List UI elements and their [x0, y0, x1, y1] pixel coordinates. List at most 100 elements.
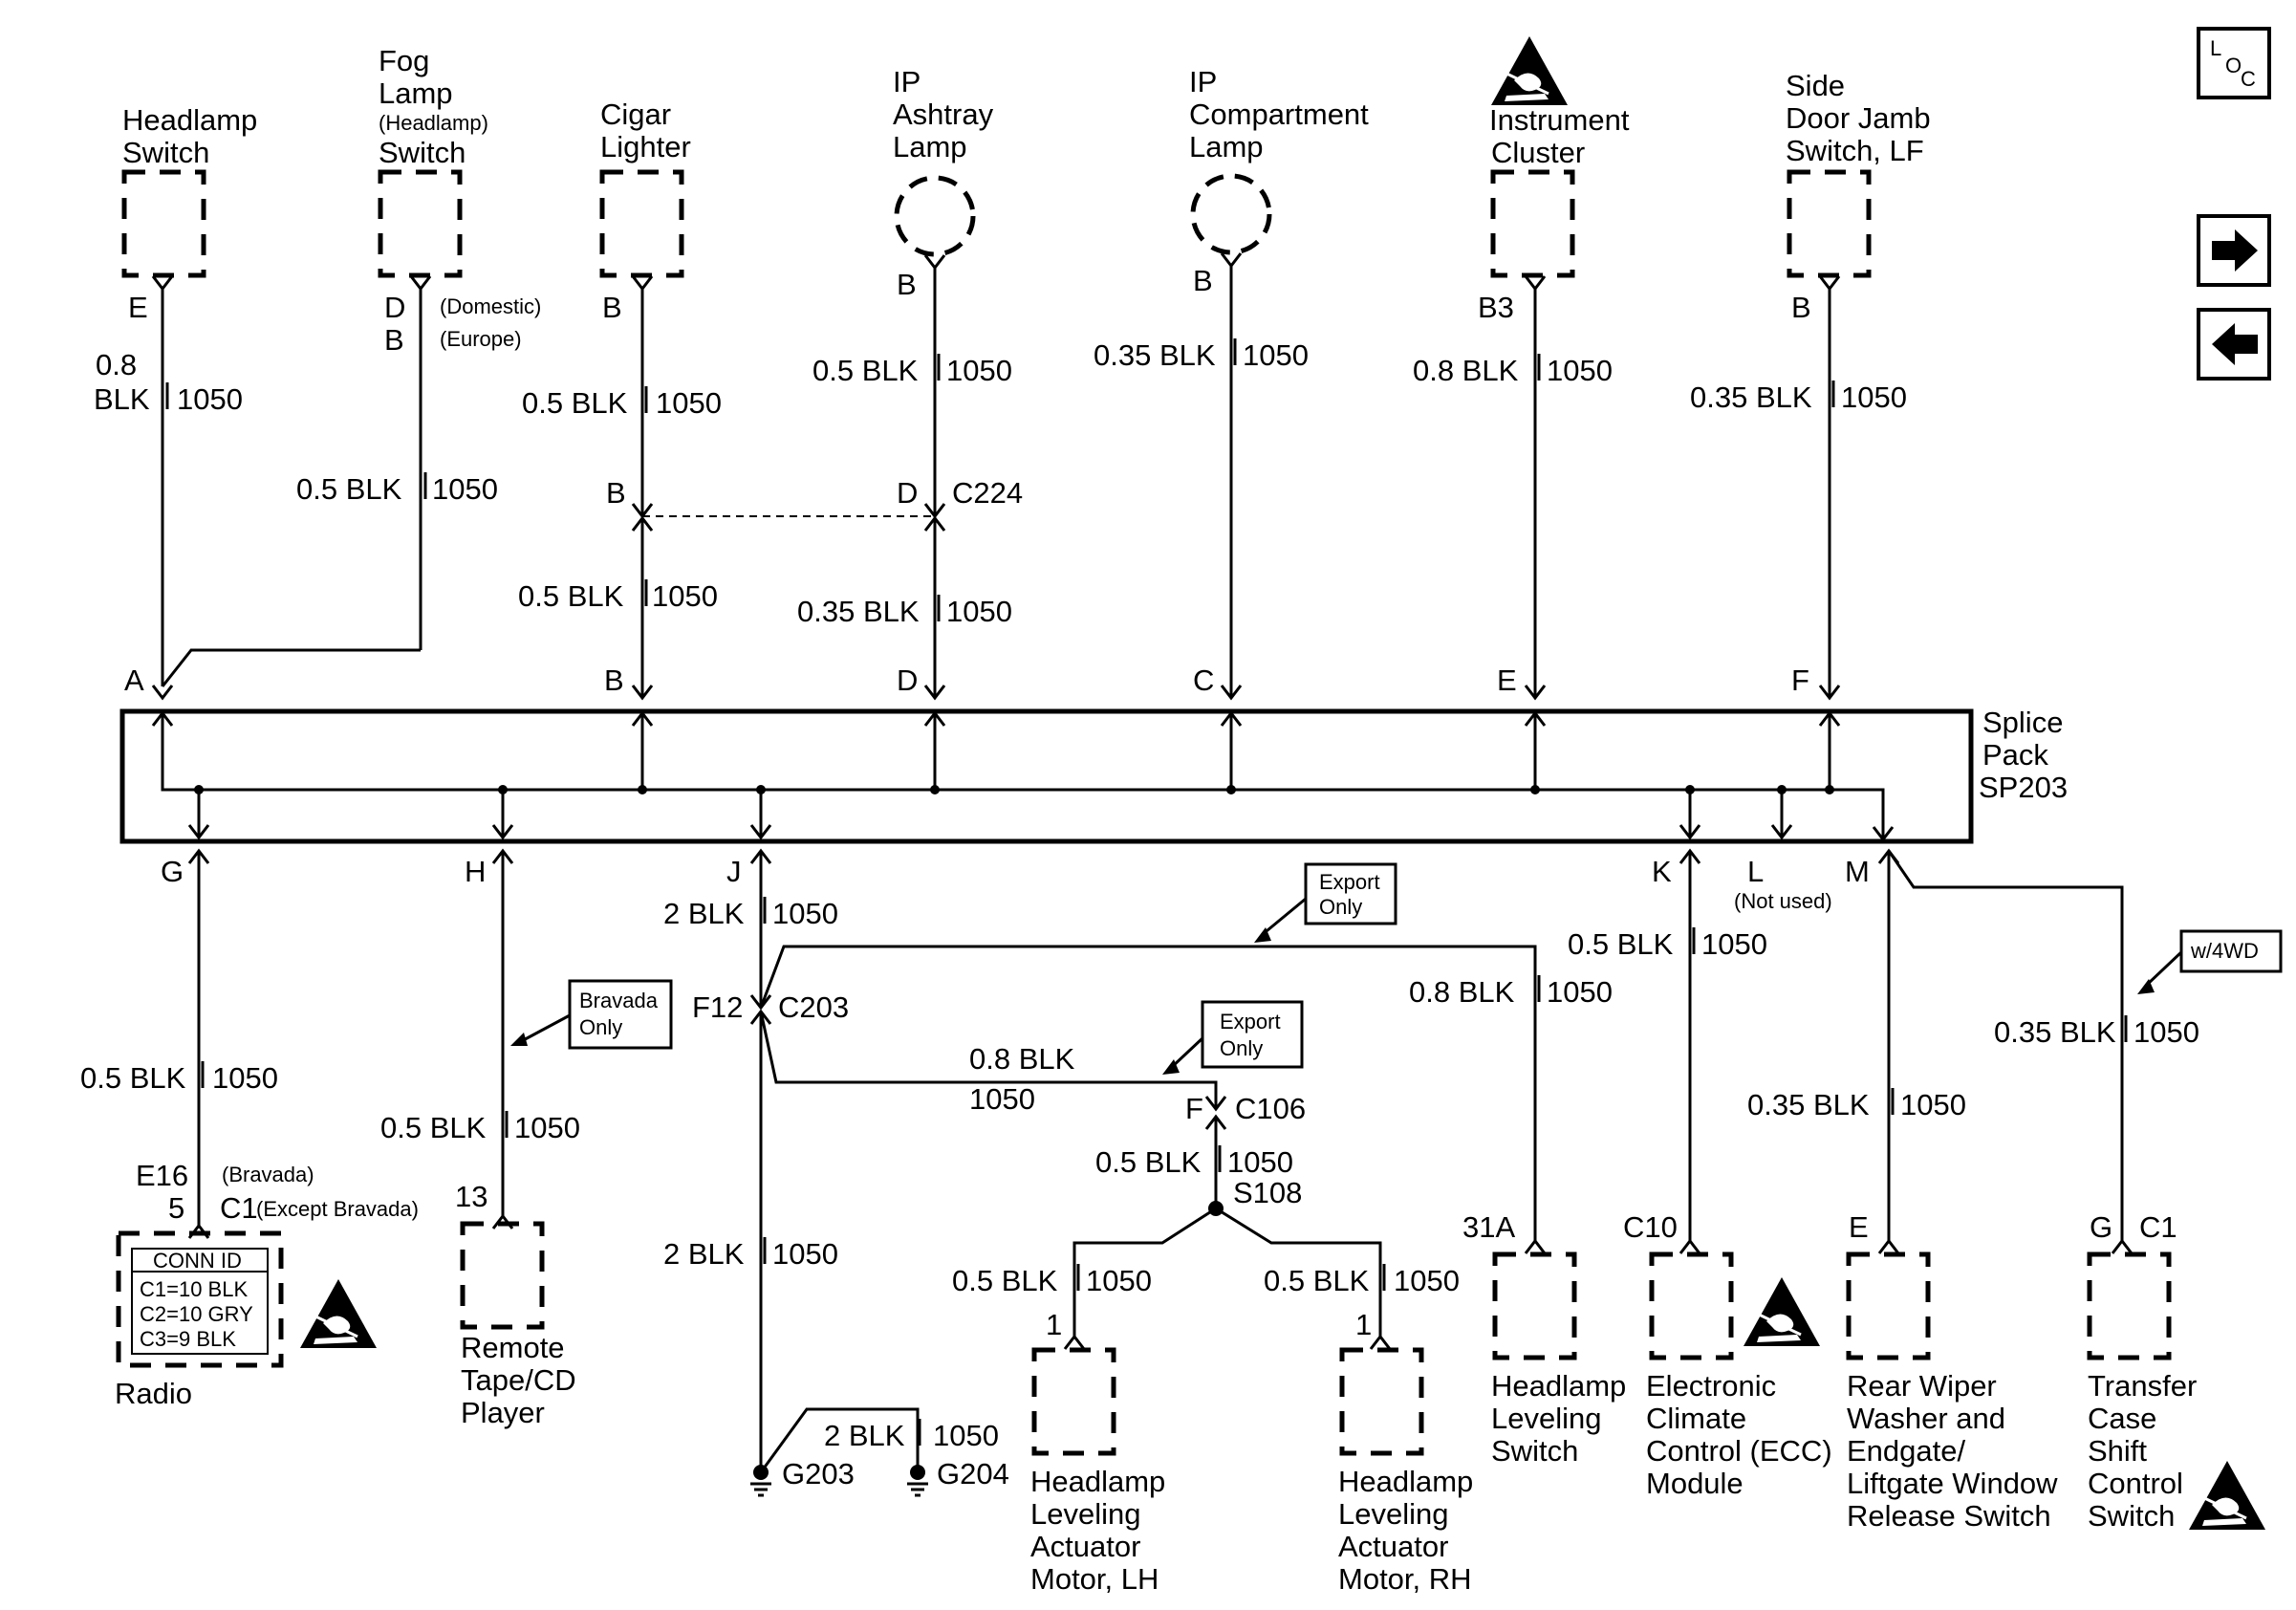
svg-text:0.5 BLK: 0.5 BLK: [518, 579, 624, 613]
svg-text:C: C: [2241, 67, 2256, 91]
svg-text:0.5 BLK: 0.5 BLK: [1264, 1264, 1370, 1297]
svg-text:Compartment: Compartment: [1189, 98, 1369, 131]
svg-text:1050: 1050: [1243, 338, 1309, 372]
svg-text:Switch: Switch: [379, 136, 466, 169]
svg-text:Bravada: Bravada: [579, 989, 659, 1012]
svg-text:Module: Module: [1646, 1467, 1744, 1500]
prev-page-button[interactable]: [2197, 308, 2271, 381]
svg-text:L: L: [2210, 36, 2221, 60]
svg-text:Only: Only: [1220, 1036, 1263, 1060]
svg-text:C203: C203: [778, 990, 849, 1024]
svg-text:1050: 1050: [933, 1419, 999, 1452]
svg-text:1050: 1050: [946, 595, 1012, 628]
svg-text:J: J: [726, 855, 742, 888]
esd-warning-icon: [1742, 1275, 1822, 1348]
svg-text:1050: 1050: [212, 1061, 278, 1095]
headlamp-leveling-switch: 31A Headlamp Leveling Switch: [1462, 1210, 1626, 1468]
svg-text:G203: G203: [782, 1457, 855, 1490]
rear-wiper-switch: 0.35 BLK 1050 E Rear Wiper Washer and En…: [1747, 851, 2058, 1533]
svg-text:Endgate/: Endgate/: [1847, 1434, 1965, 1468]
svg-text:Headlamp: Headlamp: [1338, 1465, 1473, 1498]
svg-text:C10: C10: [1623, 1210, 1678, 1244]
svg-text:(Except Bravada): (Except Bravada): [256, 1197, 419, 1221]
svg-text:F12: F12: [692, 990, 743, 1024]
svg-text:S108: S108: [1233, 1176, 1302, 1209]
svg-text:C224: C224: [952, 476, 1023, 510]
svg-text:Headlamp: Headlamp: [122, 103, 257, 137]
svg-text:1050: 1050: [177, 382, 243, 416]
svg-text:Actuator: Actuator: [1338, 1530, 1448, 1563]
svg-text:K: K: [1652, 855, 1672, 888]
svg-text:E16: E16: [136, 1159, 188, 1192]
next-page-button[interactable]: [2197, 214, 2271, 287]
svg-text:Export: Export: [1319, 870, 1380, 894]
svg-text:Leveling: Leveling: [1491, 1402, 1601, 1435]
arrow-left-icon: [2212, 323, 2258, 365]
svg-text:Actuator: Actuator: [1030, 1530, 1140, 1563]
svg-text:Lighter: Lighter: [600, 130, 691, 163]
svg-text:Cigar: Cigar: [600, 98, 671, 131]
svg-text:Door Jamb: Door Jamb: [1786, 101, 1931, 135]
svg-text:1050: 1050: [772, 897, 838, 930]
svg-text:1050: 1050: [656, 386, 722, 420]
svg-text:SP203: SP203: [1979, 771, 2068, 804]
svg-text:F: F: [1185, 1092, 1203, 1125]
svg-text:0.5 BLK: 0.5 BLK: [296, 472, 402, 506]
svg-text:B: B: [606, 476, 626, 510]
svg-text:Only: Only: [1319, 895, 1362, 919]
svg-text:Leveling: Leveling: [1338, 1497, 1448, 1531]
side-door-jamb-switch: Side Door Jamb Switch, LF B 0.35 BLK 105…: [1690, 69, 1931, 698]
j-branch-circuit: 2 BLK 1050 F12 C203 0.8 BLK 1050 Export …: [663, 851, 1613, 1497]
svg-text:(Domestic): (Domestic): [440, 294, 541, 318]
svg-text:IP: IP: [893, 65, 921, 98]
svg-text:5: 5: [168, 1191, 184, 1225]
svg-text:(Europe): (Europe): [440, 327, 522, 351]
svg-text:(Headlamp): (Headlamp): [379, 111, 488, 135]
svg-text:C3=9 BLK: C3=9 BLK: [140, 1327, 236, 1351]
loc-button[interactable]: L O C: [2197, 27, 2271, 99]
svg-text:31A: 31A: [1462, 1210, 1515, 1244]
svg-text:Switch: Switch: [1491, 1434, 1578, 1468]
svg-text:1050: 1050: [1701, 927, 1767, 961]
svg-text:Rear Wiper: Rear Wiper: [1847, 1369, 1997, 1403]
svg-text:B: B: [384, 323, 404, 357]
arrow-right-icon: [2212, 229, 2258, 272]
svg-text:Liftgate Window: Liftgate Window: [1847, 1467, 2058, 1500]
transfer-case-switch: w/4WD 0.35 BLK 1050 G C1 Transfer Case S…: [1887, 850, 2283, 1533]
svg-text:0.35 BLK: 0.35 BLK: [1747, 1088, 1870, 1121]
svg-text:0.5 BLK: 0.5 BLK: [380, 1111, 487, 1144]
headlamp-leveling-actuator-lh: 0.5 BLK 1050 1 Headlamp Leveling Actuato…: [952, 1264, 1165, 1596]
svg-text:Splice: Splice: [1982, 706, 2063, 739]
svg-text:0.35 BLK: 0.35 BLK: [1094, 338, 1216, 372]
svg-text:Pack: Pack: [1982, 738, 2048, 772]
svg-text:BLK: BLK: [94, 382, 150, 416]
svg-text:D: D: [897, 664, 918, 697]
svg-text:0.5 BLK: 0.5 BLK: [1095, 1145, 1202, 1179]
svg-text:Lamp: Lamp: [1189, 130, 1264, 163]
svg-text:Switch, LF: Switch, LF: [1786, 134, 1924, 167]
headlamp-switch: Headlamp Switch E 0.8 BLK 1050: [94, 103, 257, 686]
svg-text:1050: 1050: [1547, 354, 1613, 387]
svg-text:Export: Export: [1220, 1010, 1281, 1033]
svg-text:L: L: [1747, 855, 1764, 888]
svg-text:C1: C1: [220, 1191, 258, 1225]
svg-text:C106: C106: [1235, 1092, 1306, 1125]
svg-text:1050: 1050: [772, 1237, 838, 1271]
svg-text:E: E: [128, 291, 148, 324]
svg-text:Instrument: Instrument: [1489, 103, 1630, 137]
svg-text:E: E: [1497, 664, 1517, 697]
cigar-lighter: Cigar Lighter B B 0.5 BLK 1050 0.5 BLK 1…: [518, 98, 722, 698]
svg-text:Only: Only: [579, 1015, 622, 1039]
svg-text:1050: 1050: [1394, 1264, 1460, 1297]
svg-text:Fog: Fog: [379, 44, 429, 77]
instrument-cluster: Instrument Cluster B3 0.8 BLK 1050: [1413, 34, 1630, 698]
svg-text:Remote: Remote: [461, 1331, 565, 1364]
svg-text:Radio: Radio: [115, 1377, 192, 1410]
svg-text:B: B: [1791, 291, 1811, 324]
svg-text:(Bravada): (Bravada): [222, 1163, 314, 1186]
svg-text:F: F: [1791, 664, 1809, 697]
svg-text:2 BLK: 2 BLK: [824, 1419, 905, 1452]
svg-text:C1: C1: [2139, 1210, 2177, 1244]
esd-warning-icon: [1489, 34, 1570, 107]
